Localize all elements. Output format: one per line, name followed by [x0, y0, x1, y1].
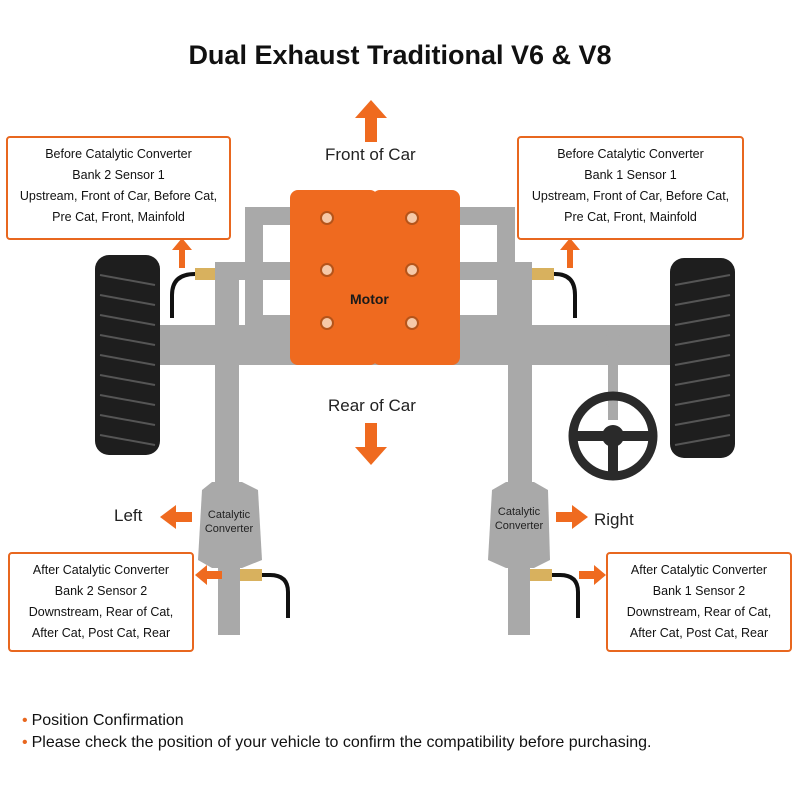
right-catalytic-label-line1: Catalytic: [497, 506, 541, 518]
right-arrow-icon: [556, 505, 588, 529]
bank2-sensor1-pointer-icon: [172, 238, 192, 268]
front-arrow-icon: [355, 100, 387, 142]
engine-block: [290, 190, 460, 365]
left-catalytic-label: Catalytic Converter: [200, 508, 258, 536]
bullet-icon: •: [22, 712, 28, 729]
right-label: Right: [594, 510, 634, 529]
box-line: Before Catalytic Converter: [45, 147, 192, 161]
box-line: Pre Cat, Front, Mainfold: [52, 210, 185, 224]
bank1-sensor2-box: After Catalytic Converter Bank 1 Sensor …: [606, 552, 792, 652]
note-text: Position Confirmation: [31, 712, 184, 729]
right-catalytic-label-line2: Converter: [494, 520, 544, 532]
bank1-sensor2-o2-sensor: [530, 569, 580, 618]
rear-arrow-icon: [355, 423, 387, 465]
note-text: Please check the position of your vehicl…: [31, 734, 652, 751]
left-catalytic-label-line1: Catalytic: [207, 509, 251, 521]
box-line: Downstream, Rear of Cat,: [28, 605, 174, 619]
notes: •Position Confirmation •Please check the…: [22, 710, 652, 754]
note-item: •Please check the position of your vehic…: [22, 732, 652, 754]
bank1-sensor1-pointer-icon: [560, 238, 580, 268]
box-line: Bank 1 Sensor 2: [652, 584, 746, 598]
box-line: Bank 2 Sensor 2: [54, 584, 148, 598]
bank1-sensor2-pointer-icon: [579, 565, 606, 585]
left-label: Left: [114, 506, 143, 525]
box-line: After Catalytic Converter: [32, 563, 170, 577]
left-tire: [95, 255, 160, 455]
bullet-icon: •: [22, 734, 28, 751]
box-line: Upstream, Front of Car, Before Cat,: [19, 189, 218, 203]
right-tire: [670, 258, 735, 458]
diagram-title: Dual Exhaust Traditional V6 & V8: [188, 40, 612, 70]
box-line: Before Catalytic Converter: [557, 147, 704, 161]
box-line: Bank 2 Sensor 1: [72, 168, 165, 182]
bank1-sensor1-box: Before Catalytic Converter Bank 1 Sensor…: [517, 136, 744, 240]
box-line: After Cat, Post Cat, Rear: [629, 626, 769, 640]
left-catalytic-label-line2: Converter: [204, 523, 254, 535]
bank2-sensor2-box: After Catalytic Converter Bank 2 Sensor …: [8, 552, 194, 652]
front-of-car-label: Front of Car: [325, 145, 416, 164]
box-line: After Cat, Post Cat, Rear: [31, 626, 171, 640]
right-catalytic-converter: [488, 482, 550, 635]
rear-of-car-label: Rear of Car: [328, 396, 416, 415]
box-line: Upstream, Front of Car, Before Cat,: [531, 189, 730, 203]
bank2-sensor2-pointer-icon: [195, 565, 222, 585]
box-line: Bank 1 Sensor 1: [584, 168, 677, 182]
steering-wheel-icon: [568, 332, 658, 481]
right-catalytic-label: Catalytic Converter: [490, 505, 548, 533]
box-line: Pre Cat, Front, Mainfold: [564, 210, 697, 224]
left-catalytic-converter: [198, 482, 262, 635]
note-item: •Position Confirmation: [22, 710, 652, 732]
motor-label: Motor: [350, 291, 389, 307]
bank2-sensor1-o2-sensor: [170, 268, 215, 318]
bank2-sensor1-box: Before Catalytic Converter Bank 2 Sensor…: [6, 136, 231, 240]
bank1-sensor1-o2-sensor: [532, 268, 577, 318]
left-arrow-icon: [160, 505, 192, 529]
box-line: Downstream, Rear of Cat,: [626, 605, 772, 619]
box-line: After Catalytic Converter: [630, 563, 768, 577]
bank2-sensor2-o2-sensor: [240, 569, 290, 618]
right-manifold: [455, 207, 532, 482]
